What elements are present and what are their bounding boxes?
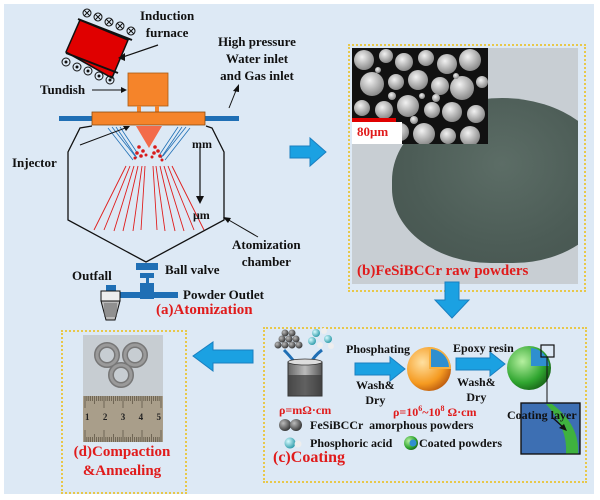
toroid-photo xyxy=(83,335,163,397)
phosphating-arrow xyxy=(354,355,406,383)
chamber-line2: chamber xyxy=(241,254,291,269)
outfall-label: Outfall xyxy=(72,268,112,283)
scale-bar xyxy=(352,118,396,122)
legend-fesibccr-icon xyxy=(279,419,302,431)
wash-dry-2-label: Wash& Dry xyxy=(457,375,496,405)
phosphated-particle xyxy=(407,347,451,391)
atomized-spray xyxy=(93,165,205,232)
induction-furnace-label: Induction furnace xyxy=(140,7,194,41)
atomization-chamber-label: Atomization chamber xyxy=(232,236,301,270)
induction-line2: furnace xyxy=(145,25,189,40)
hp-line2: Water inlet xyxy=(225,51,289,66)
legend-phosphoric-icon xyxy=(284,437,302,449)
arrow-b-to-c xyxy=(433,281,471,319)
coating-layer-label: Coating layer xyxy=(507,408,577,422)
coating-caption: (c)Coating xyxy=(273,449,345,466)
epoxy-resin-label: Epoxy resin xyxy=(453,341,514,355)
atomization-caption: (a)Atomization xyxy=(156,302,253,318)
ruler-tick-4: 4 xyxy=(138,412,144,422)
coating-frame xyxy=(263,327,587,483)
wash-dry-2-line1: Wash& xyxy=(457,375,496,389)
gas-jets xyxy=(107,126,191,161)
scale-bar-label: 80μm xyxy=(357,124,389,139)
coating-layer-detail xyxy=(520,402,581,455)
fesibccr-powder-pile xyxy=(274,329,303,349)
ruler-tick-2: 2 xyxy=(102,412,108,422)
coil-dot-markers xyxy=(61,57,115,85)
sem-particles xyxy=(354,49,488,144)
molten-droplets xyxy=(133,145,164,162)
coil-cross-markers xyxy=(82,8,136,36)
induction-furnace-icon xyxy=(65,18,133,80)
wash-dry-2-line2: Dry xyxy=(466,390,487,404)
nozzle-plate xyxy=(91,111,206,126)
coated-particle xyxy=(507,346,551,390)
arrow-c-to-d xyxy=(192,341,254,372)
rho-suffix: Ω·cm xyxy=(444,405,477,419)
wash-dry-1-line1: Wash& xyxy=(356,378,395,392)
raw-powders-frame xyxy=(348,44,586,292)
powder-outlet-label: Powder Outlet xyxy=(183,287,264,302)
sem-micrograph: 80μm xyxy=(352,48,488,144)
epoxy-arrow xyxy=(455,350,506,378)
resistivity-coated-label: ρ=106~108 Ω·cm xyxy=(393,404,476,420)
rho-exp2: 8 xyxy=(440,404,445,413)
phosphoric-acid-molecules xyxy=(308,328,334,349)
chamber-pointer xyxy=(226,218,259,238)
ruler-numbers: 1 2 3 4 5 xyxy=(83,412,163,422)
outfall-container xyxy=(100,290,121,321)
arrow-a-to-b xyxy=(289,136,327,168)
compaction-caption: (d)Compaction &Annealing xyxy=(61,443,183,481)
wash-dry-1-line2: Dry xyxy=(365,393,386,407)
wash-dry-1-label: Wash& Dry xyxy=(356,378,395,408)
melt-stream xyxy=(136,126,162,148)
rho-mid: ~10 xyxy=(422,405,441,419)
ball-valve-icon xyxy=(106,263,178,299)
ball-valve-label: Ball valve xyxy=(165,262,220,277)
ruler: 1 2 3 4 5 xyxy=(83,396,163,442)
atomization-chamber-outline xyxy=(67,125,225,263)
injector-label: Injector xyxy=(12,155,57,170)
mm-label: mm xyxy=(192,137,212,151)
beaker-icon xyxy=(287,358,323,397)
legend-fesibccr-label: FeSiBCCr amorphous powders xyxy=(310,418,474,432)
ruler-tick-1: 1 xyxy=(85,412,90,422)
ruler-tick-5: 5 xyxy=(156,412,162,422)
scale-bar-label-box xyxy=(352,122,402,144)
chamber-line1: Atomization xyxy=(232,237,301,252)
hp-line1: High pressure xyxy=(218,34,296,49)
ruler-ticks xyxy=(84,396,162,442)
legend-coated-label: Coated powders xyxy=(419,436,502,450)
raw-powders-caption: (b)FeSiBCCr raw powders xyxy=(357,263,529,279)
ruler-tick-3: 3 xyxy=(120,412,126,422)
phosphating-label: Phosphating xyxy=(346,342,411,356)
compaction-caption-line1: (d)Compaction xyxy=(73,444,171,460)
toroid-cores xyxy=(94,342,148,388)
resistivity-raw-label: ρ=mΩ·cm xyxy=(279,403,332,417)
hp-line3: and Gas inlet xyxy=(220,68,294,83)
high-pressure-inlet-label: High pressure Water inlet and Gas inlet xyxy=(218,33,296,84)
tundish-icon xyxy=(127,72,169,107)
injector-pointer xyxy=(79,126,129,146)
legend-coated-icon xyxy=(404,436,418,450)
um-label: μm xyxy=(193,208,210,222)
rho-prefix: ρ=10 xyxy=(393,405,419,419)
induction-line1: Induction xyxy=(140,8,195,23)
rho-exp1: 6 xyxy=(418,404,423,413)
compaction-caption-line2: &Annealing xyxy=(82,463,162,479)
compaction-frame xyxy=(61,330,187,494)
furnace-pointer-arrow xyxy=(119,44,159,59)
tundish-label: Tundish xyxy=(40,82,86,97)
legend-phosphoric-label: Phosphoric acid xyxy=(310,436,393,450)
